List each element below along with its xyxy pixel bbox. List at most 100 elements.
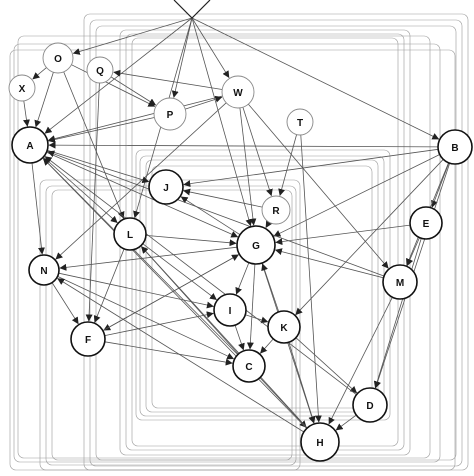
node-k[interactable]: K [267, 310, 301, 344]
edge-f-c [104, 341, 233, 366]
node-n[interactable]: N [28, 254, 60, 286]
node-label: M [396, 278, 404, 289]
node-label: W [233, 88, 243, 99]
edge-a-n [31, 162, 45, 255]
node-circle [267, 310, 301, 344]
edge-h-n [57, 278, 305, 433]
edge-x-a [23, 100, 30, 127]
edge-d-h [335, 414, 357, 431]
edge-m-g [274, 248, 384, 279]
edge-t-r [278, 134, 297, 196]
node-x[interactable]: X [8, 74, 36, 102]
edge-n-i [58, 272, 214, 309]
node-circle [352, 387, 388, 423]
routing-line-4 [89, 19, 463, 467]
node-b[interactable]: B [437, 129, 473, 165]
edge-r-g [265, 220, 273, 229]
routing-line-1 [13, 43, 441, 463]
node-label: X [19, 84, 26, 95]
node-circle [113, 217, 147, 251]
edge-m-h [328, 297, 393, 425]
edge-g-n [59, 246, 238, 271]
node-l[interactable]: L [113, 217, 147, 251]
node-circle [437, 129, 473, 165]
node-f[interactable]: F [70, 321, 106, 357]
edge-w-r [242, 107, 273, 197]
node-label: I [229, 306, 232, 317]
node-label: D [366, 401, 373, 412]
edge-c-a [43, 158, 238, 355]
edge-a-j [47, 149, 150, 184]
node-circle [11, 126, 49, 164]
node-label: E [423, 219, 430, 230]
routing-line-11 [145, 159, 379, 413]
edge-k-c [260, 338, 274, 354]
edge-root-p [171, 17, 193, 98]
node-r[interactable]: R [261, 195, 291, 225]
node-q[interactable]: Q [86, 56, 114, 84]
edge-w-g [239, 107, 257, 226]
node-circle [70, 321, 106, 357]
edge-e-d [373, 238, 422, 389]
edge-e-g [275, 224, 411, 246]
node-circle [221, 75, 255, 109]
edge-l-f [93, 248, 125, 323]
edge-p-w [185, 95, 223, 110]
edge-l-g [145, 235, 237, 247]
edge-d-a [44, 156, 357, 396]
node-circle [153, 97, 187, 131]
edge-root-g [191, 17, 253, 227]
edge-r-j [183, 188, 263, 208]
edge-k-d [295, 337, 358, 394]
edge-n-c [57, 276, 235, 360]
node-h[interactable]: H [300, 422, 340, 462]
edge-b-g [273, 154, 440, 237]
edge-b-e [431, 162, 450, 208]
node-circle [409, 206, 443, 240]
node-o[interactable]: O [42, 42, 74, 74]
node-circle [236, 225, 276, 265]
edge-root-b [191, 17, 440, 140]
node-circle [148, 169, 184, 205]
node-label: K [280, 323, 288, 334]
node-circle [261, 195, 291, 225]
node-circle [232, 349, 266, 383]
edge-t-h [300, 134, 322, 423]
nodes-layer: O Q X W P T A B J R E L G N M I K F C D H [8, 42, 473, 462]
node-j[interactable]: J [148, 169, 184, 205]
node-c[interactable]: C [232, 349, 266, 383]
edge-h-l [141, 246, 308, 429]
edge-k-g [261, 263, 280, 313]
edge-h-a [42, 158, 307, 429]
edge-l-i [142, 243, 217, 301]
edge-root-w [191, 17, 230, 79]
node-circle [42, 42, 74, 74]
node-label: Q [96, 66, 104, 77]
node-w[interactable]: W [221, 75, 255, 109]
node-label: P [167, 110, 174, 121]
node-p[interactable]: P [153, 97, 187, 131]
node-a[interactable]: A [11, 126, 49, 164]
routing-line-2 [17, 35, 431, 459]
node-label: J [163, 183, 169, 194]
edge-o-x [32, 67, 47, 80]
node-m[interactable]: M [382, 264, 418, 300]
node-g[interactable]: G [236, 225, 276, 265]
node-t[interactable]: T [286, 108, 314, 136]
edge-a-g [46, 151, 239, 238]
node-e[interactable]: E [409, 206, 443, 240]
node-d[interactable]: D [352, 387, 388, 423]
node-circle [300, 422, 340, 462]
edge-g-c [246, 263, 256, 350]
node-label: T [297, 118, 303, 129]
edge-root-o [72, 17, 193, 55]
edge-w-n [55, 102, 227, 260]
node-i[interactable]: I [213, 293, 247, 327]
node-label: B [451, 143, 458, 154]
edge-f-i [104, 311, 214, 336]
node-label: G [252, 241, 260, 252]
edge-g-i [235, 262, 250, 295]
edge-f-g [102, 254, 239, 332]
node-label: F [85, 335, 91, 346]
